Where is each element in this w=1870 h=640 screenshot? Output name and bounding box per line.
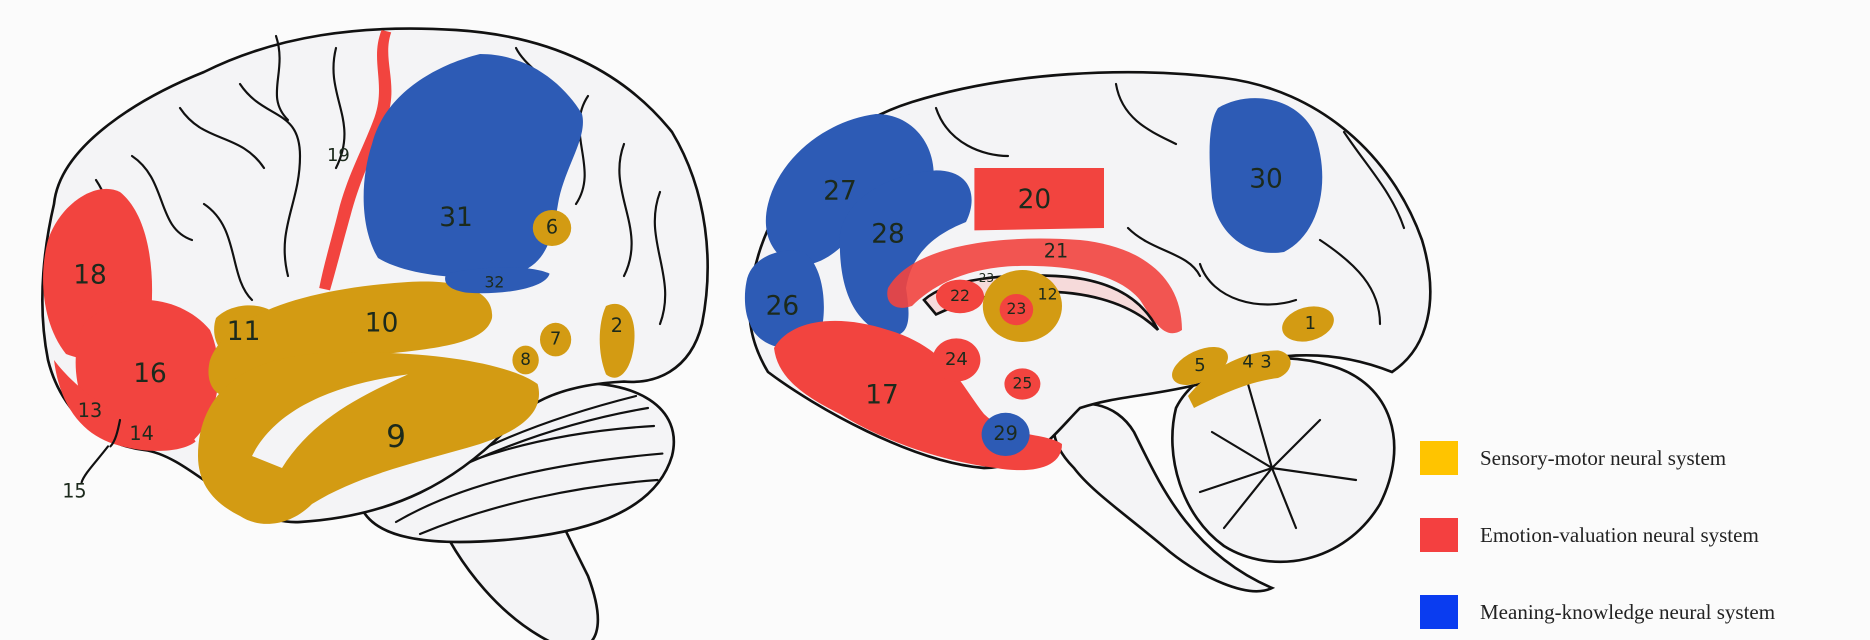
label-1: 1 — [1305, 313, 1316, 334]
label-17: 17 — [865, 380, 899, 411]
region-26 — [744, 250, 824, 350]
medial-sulci — [934, 82, 1406, 326]
label-8: 8 — [520, 349, 531, 369]
medial-arbor-vitae — [1198, 382, 1358, 530]
label-14: 14 — [129, 422, 153, 445]
label-16: 16 — [133, 358, 167, 389]
legend-label: Meaning-knowledge neural system — [1480, 599, 1776, 624]
region-25 — [1004, 368, 1041, 400]
region-32 — [445, 267, 550, 294]
label-18: 18 — [73, 260, 107, 291]
label-23: 23 — [1006, 300, 1026, 318]
region-7 — [540, 322, 572, 357]
legend-item-meaning-knowledge: Meaning-knowledge neural system — [1420, 594, 1775, 630]
medial-brain-view: 27 28 26 20 30 21 22 23 23 12 24 25 17 2… — [744, 70, 1432, 593]
label-31: 31 — [439, 202, 473, 233]
label-20: 20 — [1018, 184, 1052, 215]
region-6 — [532, 210, 572, 247]
label-27: 27 — [823, 176, 857, 207]
legend-swatch-sensory-motor — [1420, 441, 1458, 475]
region-22 — [936, 279, 985, 314]
label-28: 28 — [871, 219, 905, 250]
region-20 — [974, 168, 1104, 231]
region-28 — [839, 170, 972, 336]
label-3: 3 — [1260, 351, 1271, 372]
label-32: 32 — [484, 274, 504, 292]
region-9 — [198, 352, 540, 524]
label-4: 4 — [1242, 351, 1253, 372]
label-12: 12 — [1038, 286, 1058, 304]
legend-label: Sensory-motor neural system — [1480, 445, 1727, 470]
label-5: 5 — [1194, 355, 1205, 376]
label-13: 13 — [78, 399, 102, 422]
label-2: 2 — [611, 314, 623, 337]
region-29 — [981, 412, 1030, 457]
legend-swatch-meaning-knowledge — [1420, 595, 1458, 629]
label-22: 22 — [950, 287, 970, 305]
label-30: 30 — [1249, 164, 1283, 195]
region-15-pointer — [80, 445, 110, 484]
label-29: 29 — [993, 422, 1017, 445]
label-26: 26 — [766, 291, 800, 322]
region-13-14 — [54, 360, 196, 451]
legend-item-emotion-valuation: Emotion-valuation neural system — [1420, 517, 1775, 553]
label-23-small: 23 — [979, 271, 994, 285]
region-27 — [765, 114, 934, 266]
label-10: 10 — [365, 308, 399, 339]
label-6: 6 — [546, 216, 558, 239]
region-31 — [363, 54, 583, 278]
region-23 — [999, 294, 1034, 326]
region-19 — [319, 30, 392, 291]
legend-label: Emotion-valuation neural system — [1480, 522, 1759, 547]
label-7: 7 — [550, 329, 561, 350]
label-11: 11 — [227, 316, 261, 347]
label-9: 9 — [386, 419, 406, 455]
region-1 — [1282, 306, 1334, 342]
region-4-3 — [1188, 350, 1291, 409]
legend-swatch-emotion-valuation — [1420, 518, 1458, 552]
medial-brainstem — [1052, 402, 1276, 593]
region-24 — [932, 338, 981, 382]
region-8 — [512, 345, 539, 375]
label-24: 24 — [945, 349, 968, 370]
region-2 — [599, 303, 635, 378]
legend: Sensory-motor neural system Emotion-valu… — [1420, 440, 1775, 640]
legend-item-sensory-motor: Sensory-motor neural system — [1420, 440, 1775, 476]
label-19: 19 — [327, 145, 350, 166]
label-15: 15 — [62, 480, 86, 503]
label-25: 25 — [1012, 375, 1032, 393]
lateral-brain-view: 18 16 13 14 15 11 10 9 19 31 32 6 2 7 8 — [41, 27, 709, 640]
label-21: 21 — [1044, 240, 1068, 263]
region-21 — [887, 238, 1182, 334]
region-30 — [1209, 98, 1323, 253]
